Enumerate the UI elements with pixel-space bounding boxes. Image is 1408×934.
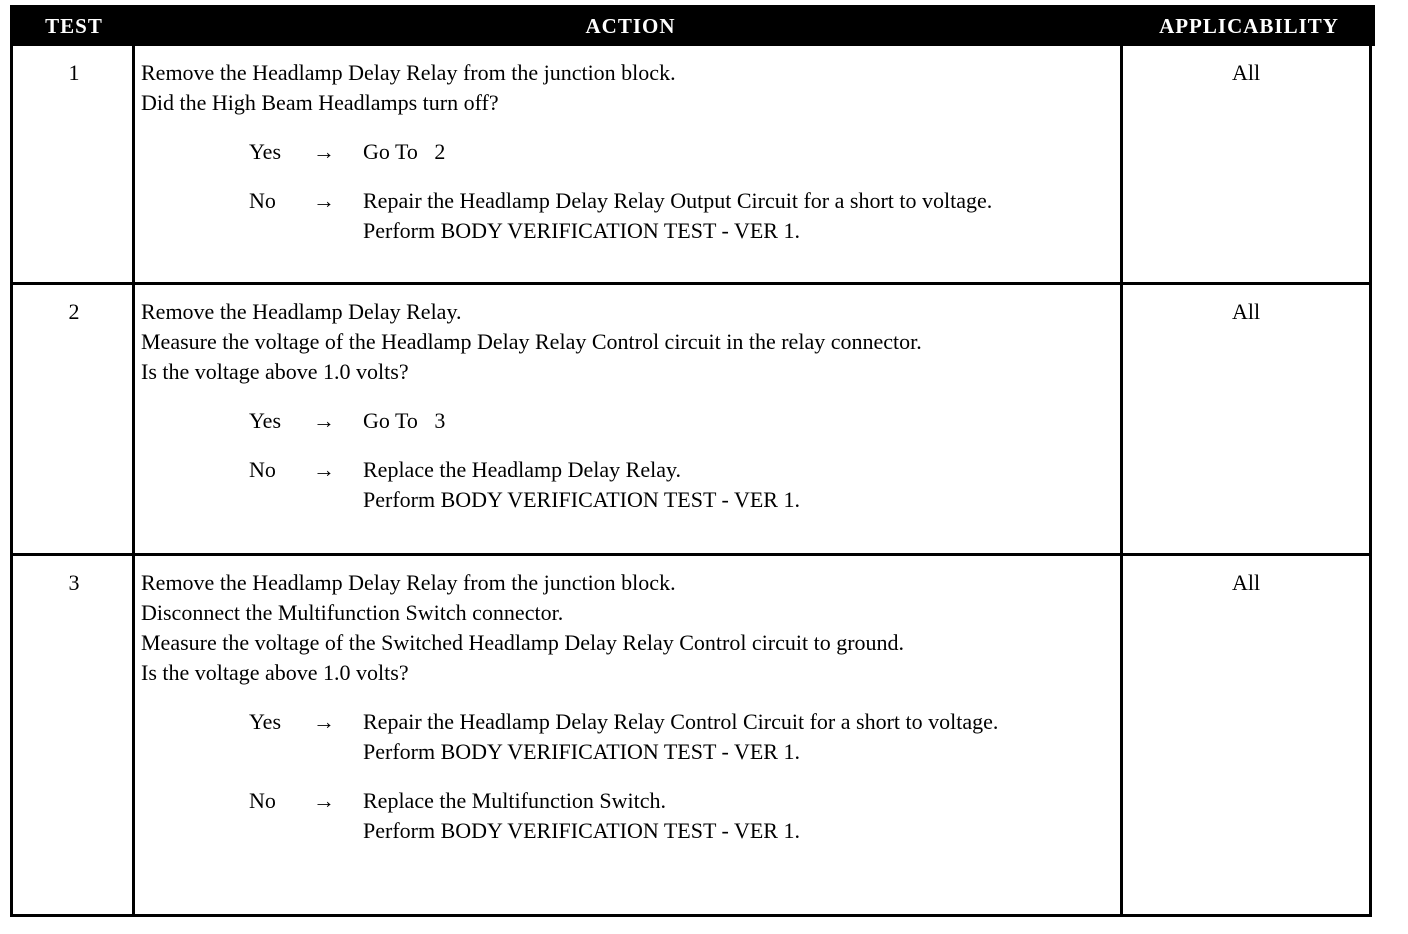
no-option: No → Repair the Headlamp Delay Relay Out… bbox=[141, 186, 1116, 246]
yes-label: Yes bbox=[249, 139, 282, 164]
arrow-icon: → bbox=[313, 188, 335, 213]
action-line: Is the voltage above 1.0 volts? bbox=[141, 660, 409, 685]
table-row: 2 Remove the Headlamp Delay Relay. Measur… bbox=[13, 282, 1369, 553]
action-line: Measure the voltage of the Switched Head… bbox=[141, 630, 905, 655]
yes-option: Yes → Go To 2 bbox=[141, 137, 1116, 167]
no-result-verify: Perform BODY VERIFICATION TEST - VER 1. bbox=[363, 487, 800, 512]
yes-option: Yes → Repair the Headlamp Delay Relay Co… bbox=[141, 707, 1116, 767]
yes-result: Go To 2 bbox=[363, 139, 446, 164]
arrow-icon: → bbox=[313, 408, 335, 433]
table-row: 1 Remove the Headlamp Delay Relay from t… bbox=[13, 43, 1369, 282]
yes-label: Yes bbox=[249, 709, 282, 734]
no-result: Replace the Headlamp Delay Relay. bbox=[363, 457, 682, 482]
action-line: Remove the Headlamp Delay Relay from the… bbox=[141, 570, 676, 595]
action-cell: Remove the Headlamp Delay Relay. Measure … bbox=[141, 297, 1116, 515]
arrow-icon: → bbox=[313, 788, 335, 813]
no-result-verify: Perform BODY VERIFICATION TEST - VER 1. bbox=[363, 218, 800, 243]
header-action: ACTION bbox=[585, 14, 676, 38]
action-line: Measure the voltage of the Headlamp Dela… bbox=[141, 329, 922, 354]
column-divider bbox=[132, 46, 135, 914]
no-option: No → Replace the Multifunction Switch. Pe… bbox=[141, 786, 1116, 846]
yes-result: Go To 3 bbox=[363, 408, 446, 433]
no-label: No bbox=[249, 188, 276, 213]
no-result: Replace the Multifunction Switch. bbox=[363, 788, 667, 813]
diagnostic-table: TEST ACTION APPLICABILITY 1 Remove the H… bbox=[10, 5, 1375, 917]
no-label: No bbox=[249, 457, 276, 482]
no-option: No → Replace the Headlamp Delay Relay. Pe… bbox=[141, 455, 1116, 515]
arrow-icon: → bbox=[313, 139, 335, 164]
action-line: Disconnect the Multifunction Switch conn… bbox=[141, 600, 564, 625]
no-result: Repair the Headlamp Delay Relay Output C… bbox=[363, 188, 993, 213]
action-line: Did the High Beam Headlamps turn off? bbox=[141, 90, 499, 115]
no-label: No bbox=[249, 788, 276, 813]
header-applicability: APPLICABILITY bbox=[1159, 14, 1339, 38]
applicability-cell: All bbox=[1231, 570, 1261, 595]
header-test: TEST bbox=[45, 14, 103, 38]
no-result-verify: Perform BODY VERIFICATION TEST - VER 1. bbox=[363, 818, 800, 843]
arrow-icon: → bbox=[313, 457, 335, 482]
action-cell: Remove the Headlamp Delay Relay from the… bbox=[141, 58, 1116, 246]
action-cell: Remove the Headlamp Delay Relay from the… bbox=[141, 568, 1116, 846]
arrow-icon: → bbox=[313, 709, 335, 734]
test-number: 2 bbox=[68, 299, 80, 324]
action-line: Remove the Headlamp Delay Relay. bbox=[141, 299, 462, 324]
column-divider bbox=[1120, 46, 1123, 914]
yes-result: Repair the Headlamp Delay Relay Control … bbox=[363, 709, 999, 734]
applicability-cell: All bbox=[1231, 60, 1261, 85]
yes-result-verify: Perform BODY VERIFICATION TEST - VER 1. bbox=[363, 739, 800, 764]
action-line: Is the voltage above 1.0 volts? bbox=[141, 359, 409, 384]
table-row: 3 Remove the Headlamp Delay Relay from t… bbox=[13, 553, 1369, 917]
yes-label: Yes bbox=[249, 408, 282, 433]
test-number: 1 bbox=[68, 60, 80, 85]
yes-option: Yes → Go To 3 bbox=[141, 406, 1116, 436]
table-header: TEST ACTION APPLICABILITY bbox=[10, 5, 1375, 46]
test-number: 3 bbox=[68, 570, 80, 595]
applicability-cell: All bbox=[1231, 299, 1261, 324]
action-line: Remove the Headlamp Delay Relay from the… bbox=[141, 60, 676, 85]
